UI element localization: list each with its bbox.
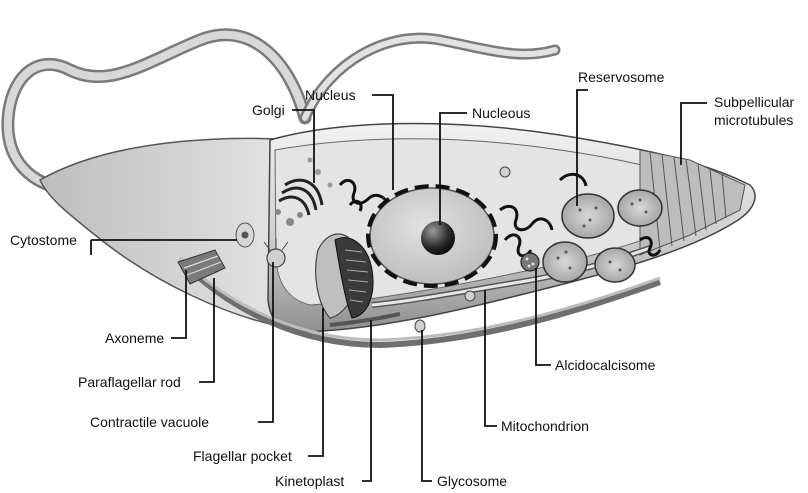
- label-glycosome: Glycosome: [437, 473, 507, 489]
- label-subpellicular-line1: Subpellicular: [714, 94, 794, 110]
- nucleolus-shape: [421, 221, 455, 255]
- label-flagellar-pocket: Flagellar pocket: [193, 448, 292, 464]
- label-axoneme: Axoneme: [105, 330, 164, 346]
- label-mitochondrion: Mitochondrion: [501, 418, 589, 434]
- label-nucleus: Nucleus: [305, 87, 356, 103]
- label-cytostome: Cytostome: [10, 232, 77, 248]
- label-contractile-vacuole: Contractile vacuole: [90, 414, 209, 430]
- cytostome-shape: [236, 223, 254, 247]
- label-reservosome: Reservosome: [578, 69, 665, 85]
- label-subpellicular-line2: microtubules: [714, 112, 793, 128]
- label-nucleous: Nucleous: [472, 105, 530, 121]
- label-alcidocalcisome: Alcidocalcisome: [555, 357, 656, 373]
- label-kinetoplast: Kinetoplast: [275, 473, 344, 489]
- label-paraflagellar-rod: Paraflagellar rod: [78, 374, 181, 390]
- label-golgi: Golgi: [252, 102, 285, 118]
